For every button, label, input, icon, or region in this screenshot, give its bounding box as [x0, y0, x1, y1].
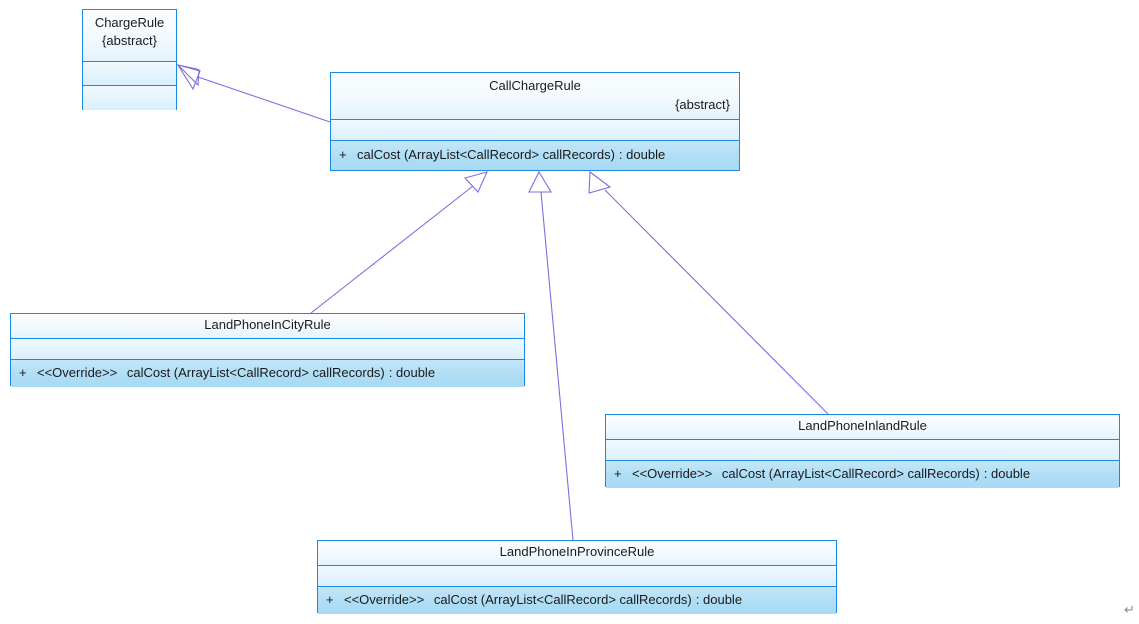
class-operations-landphoneinlandrule: + <<Override>> calCost (ArrayList<CallRec…	[606, 461, 1119, 488]
end-of-line-mark: ↵	[1124, 603, 1135, 618]
class-operations-landphoneinprovincerule: + <<Override>> calCost (ArrayList<CallRec…	[318, 587, 836, 614]
operation-return-type: double	[703, 592, 743, 607]
class-attributes-chargerule	[83, 62, 176, 86]
class-attributes-landphoneincityrule	[11, 339, 524, 360]
operation-signature: calCost (ArrayList<CallRecord> callRecor…	[721, 466, 980, 481]
class-header-chargerule: ChargeRule {abstract}	[83, 10, 176, 62]
operation-signature: calCost (ArrayList<CallRecord> callRecor…	[433, 592, 692, 607]
class-operations-callchargerule: + calCost (ArrayList<CallRecord> callReco…	[331, 141, 739, 170]
class-header-landphoneincityrule: LandPhoneInCityRule	[11, 314, 524, 339]
class-box-callchargerule[interactable]: CallChargeRule {abstract} + calCost (Arra…	[330, 72, 740, 171]
operation-visibility: +	[326, 592, 334, 607]
class-name-callchargerule: CallChargeRule	[489, 78, 581, 93]
operation-row: + calCost (ArrayList<CallRecord> callReco…	[331, 141, 739, 162]
operation-signature: calCost (ArrayList<CallRecord> callRecor…	[126, 365, 385, 380]
class-header-callchargerule: CallChargeRule {abstract}	[331, 73, 739, 120]
operation-stereotype: <<Override>>	[37, 365, 118, 380]
operation-return-separator: :	[388, 365, 393, 380]
operation-visibility: +	[614, 466, 622, 481]
class-name-landphoneincityrule: LandPhoneInCityRule	[204, 317, 331, 332]
operation-row: + <<Override>> calCost (ArrayList<CallRec…	[606, 461, 1119, 481]
class-box-landphoneinprovincerule[interactable]: LandPhoneInProvinceRule + <<Override>> ca…	[317, 540, 837, 614]
operation-stereotype: <<Override>>	[632, 466, 713, 481]
generalization-landphoneincityrule-to-callchargerule	[310, 171, 488, 314]
class-abstract-marker-callchargerule: {abstract}	[675, 97, 730, 112]
generalization-landphoneinlandrule-to-callchargerule	[588, 170, 829, 415]
operation-return-type: double	[991, 466, 1031, 481]
class-name-landphoneinprovincerule: LandPhoneInProvinceRule	[499, 544, 655, 559]
class-box-landphoneincityrule[interactable]: LandPhoneInCityRule + <<Override>> calCos…	[10, 313, 525, 387]
class-attributes-landphoneinprovincerule	[318, 566, 836, 587]
operation-return-separator: :	[618, 147, 623, 162]
class-operations-landphoneincityrule: + <<Override>> calCost (ArrayList<CallRec…	[11, 360, 524, 387]
class-header-landphoneinlandrule: LandPhoneInlandRule	[606, 415, 1119, 440]
generalization-landphoneinprovincerule-to-callchargerule	[528, 170, 574, 541]
operation-return-type: double	[396, 365, 436, 380]
class-name-landphoneinlandrule: LandPhoneInlandRule	[798, 418, 927, 433]
operation-row: + <<Override>> calCost (ArrayList<CallRec…	[11, 360, 524, 380]
class-header-landphoneinprovincerule: LandPhoneInProvinceRule	[318, 541, 836, 566]
class-name-chargerule: ChargeRule	[94, 15, 165, 30]
operation-visibility: +	[339, 147, 347, 162]
operation-return-separator: :	[695, 592, 700, 607]
operation-stereotype: <<Override>>	[344, 592, 425, 607]
class-abstract-marker-chargerule: {abstract}	[102, 33, 157, 48]
operation-visibility: +	[19, 365, 27, 380]
class-box-landphoneinlandrule[interactable]: LandPhoneInlandRule + <<Override>> calCos…	[605, 414, 1120, 488]
operation-row: + <<Override>> calCost (ArrayList<CallRec…	[318, 587, 836, 607]
operation-return-separator: :	[983, 466, 988, 481]
operation-signature: calCost (ArrayList<CallRecord> callRecor…	[357, 147, 615, 162]
operation-return-type: double	[626, 147, 666, 162]
class-operations-chargerule	[83, 86, 176, 110]
class-attributes-callchargerule	[331, 120, 739, 141]
class-box-chargerule[interactable]: ChargeRule {abstract}	[82, 9, 177, 110]
class-attributes-landphoneinlandrule	[606, 440, 1119, 461]
generalization-callchargerule-to-chargerule	[176, 64, 331, 123]
